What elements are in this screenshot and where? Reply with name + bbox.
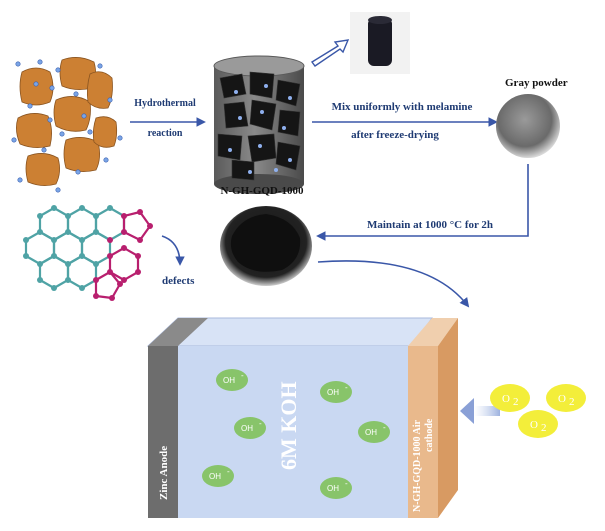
anode-label: Zinc Anode [158, 446, 170, 500]
svg-text:O: O [502, 393, 510, 405]
mix-label-line2: after freeze-drying [351, 129, 439, 141]
defects-label: defects [162, 275, 195, 287]
svg-text:OH: OH [223, 376, 235, 385]
svg-text:O: O [558, 393, 566, 405]
svg-text:2: 2 [513, 396, 519, 408]
to-battery-arrow [317, 260, 470, 308]
oxygen-molecule: O 2 [546, 384, 586, 412]
svg-text:-: - [241, 371, 244, 380]
hydroxide-ion: OH - [320, 477, 352, 499]
hollow-arrow [310, 39, 350, 67]
svg-text:OH: OH [327, 388, 339, 397]
hydrothermal-label-line1: Hydrothermal [134, 98, 196, 109]
svg-text:-: - [345, 383, 348, 392]
graphene-lattice-defects [23, 205, 153, 301]
svg-text:OH: OH [209, 472, 221, 481]
maintain-label: Maintain at 1000 °C for 2h [367, 219, 493, 231]
hydroxide-ion: OH - [320, 381, 352, 403]
svg-text:OH: OH [241, 424, 253, 433]
svg-text:O: O [530, 419, 538, 431]
hydrothermal-label-line2: reaction [148, 128, 183, 139]
mix-label-line1: Mix uniformly with melamine [332, 101, 473, 113]
svg-text:2: 2 [541, 422, 547, 434]
defects-arrow [161, 235, 185, 266]
gray-powder-image [496, 94, 560, 158]
air-cathode [408, 346, 438, 518]
svg-text:-: - [345, 479, 348, 488]
gray-powder-label: Gray powder [505, 77, 568, 89]
hydrogel-photo [350, 12, 410, 74]
zinc-anode [148, 346, 178, 518]
svg-text:-: - [259, 419, 262, 428]
product-label: N-GH-GQD-1000 [220, 185, 304, 197]
cathode-label-line2: cathode [424, 418, 435, 452]
svg-text:2: 2 [569, 396, 575, 408]
graphene-sheets-with-gqd [11, 57, 123, 193]
svg-text:-: - [227, 467, 230, 476]
svg-text:OH: OH [327, 484, 339, 493]
svg-text:OH: OH [365, 428, 377, 437]
oxygen-molecule: O 2 [518, 410, 558, 438]
hydroxide-ion: OH - [216, 369, 248, 391]
cathode-label-line1: N-GH-GQD-1000 Air [412, 420, 423, 512]
oxygen-molecule: O 2 [490, 384, 530, 412]
electrolyte-label: 6M KOH [276, 381, 301, 470]
hydroxide-ion: OH - [202, 465, 234, 487]
zinc-air-battery [146, 317, 458, 518]
hydroxide-ion: OH - [234, 417, 266, 439]
hydrogel-cylinder [213, 55, 305, 194]
air-inlet-arrow [460, 398, 500, 424]
hydroxide-ion: OH - [358, 421, 390, 443]
calcination-arrow [316, 164, 529, 241]
svg-text:-: - [383, 423, 386, 432]
